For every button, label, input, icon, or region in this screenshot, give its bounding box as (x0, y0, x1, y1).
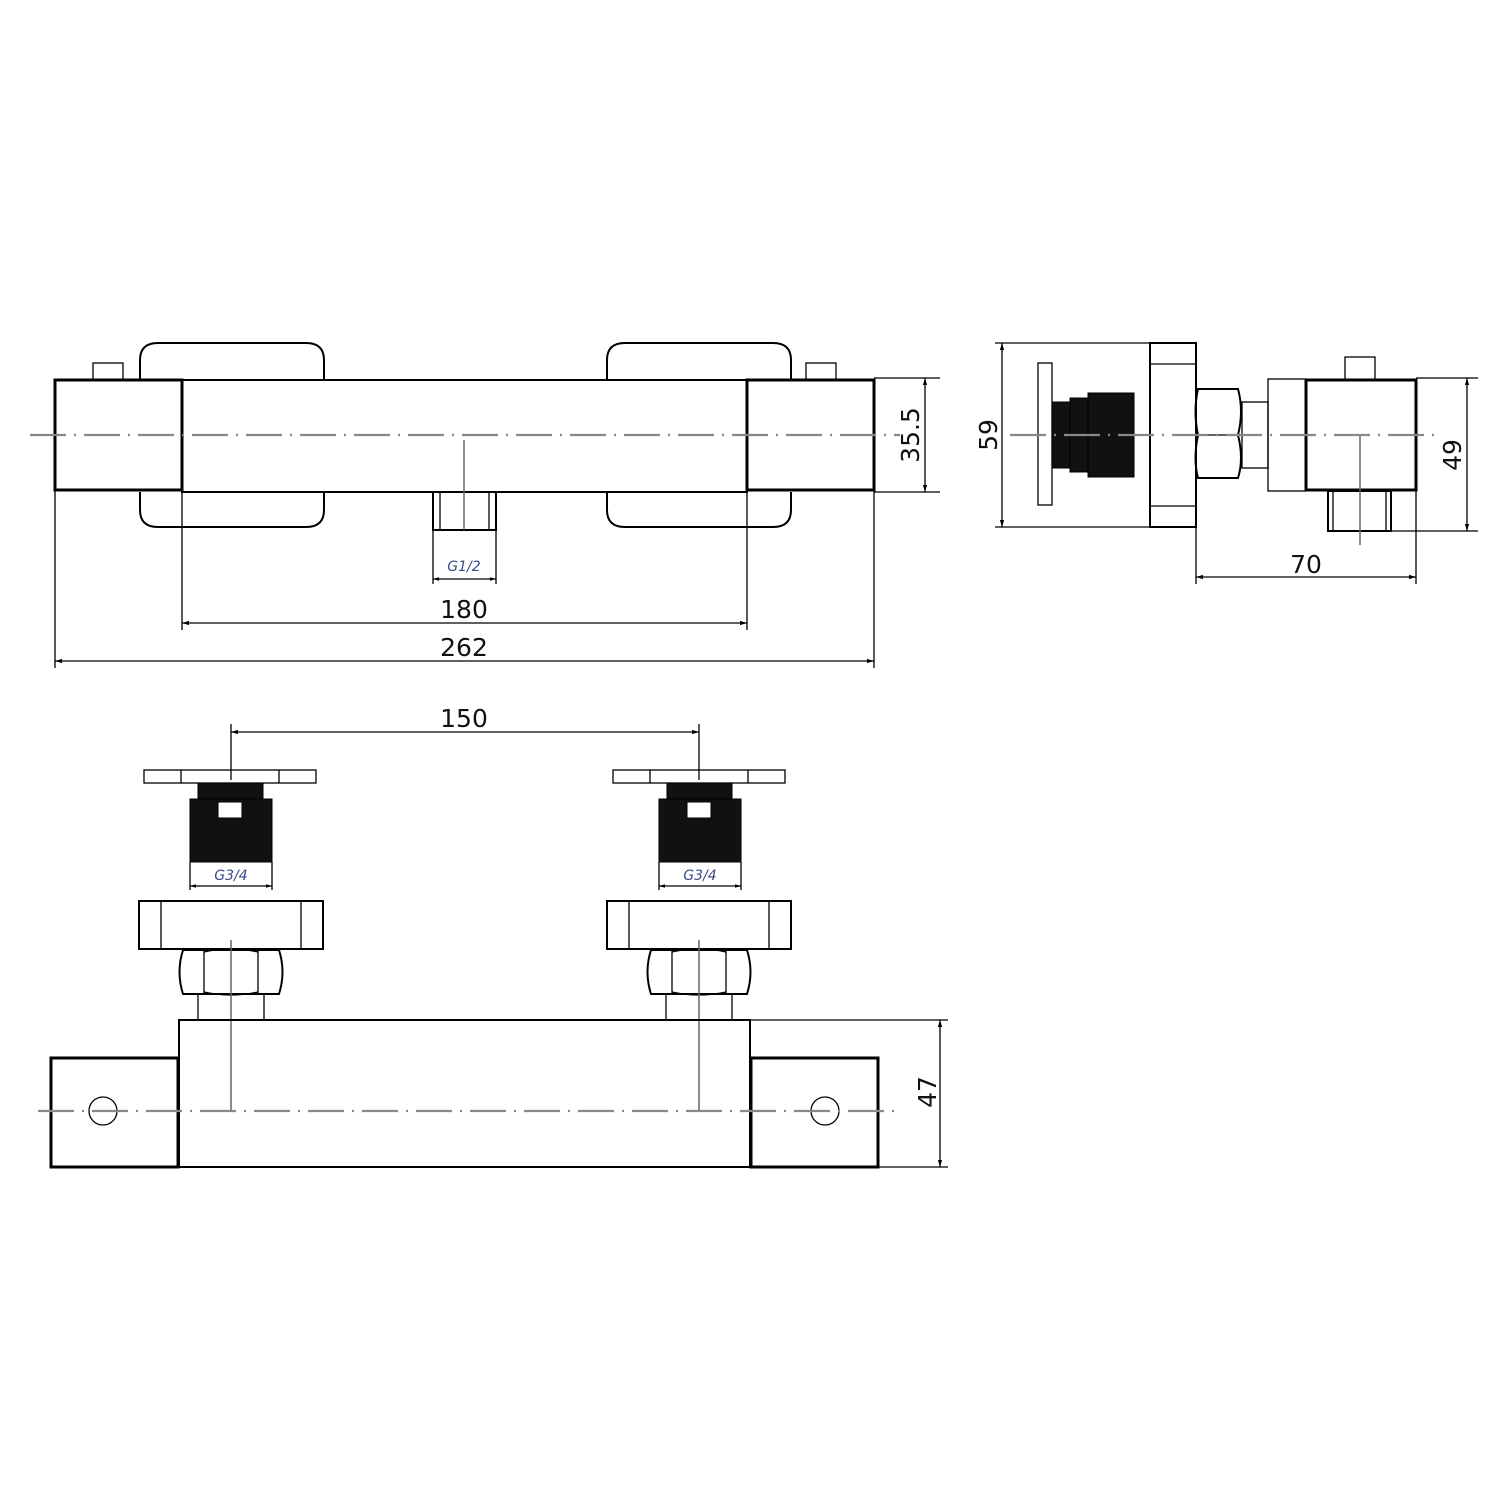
side-view: 59 49 70 (974, 342, 1478, 584)
front-view: G1/2 180 262 35.5 (30, 342, 940, 668)
left-wall-plate (143, 769, 317, 784)
side-hex-nut (1194, 388, 1242, 479)
dim-overall-length: 262 (440, 633, 488, 662)
right-handle-outline (606, 342, 792, 380)
left-handle-outline (139, 342, 325, 380)
left-inlet-thread-label: G3/4 (214, 868, 247, 884)
top-left-end-cap (49, 1056, 180, 1169)
dim-body-height: 35.5 (896, 407, 925, 463)
top-right-end-cap (749, 1056, 880, 1169)
side-top-tab (1344, 356, 1376, 381)
right-stop-tab (805, 362, 837, 381)
left-hex-nut (178, 949, 284, 995)
left-stop-tab (92, 362, 124, 381)
top-view: 150 G3/4 (38, 704, 948, 1169)
right-inlet-assembly: G3/4 (606, 769, 792, 1112)
dim-overall-height: 59 (974, 419, 1003, 451)
left-inlet-assembly: G3/4 (138, 769, 324, 1112)
dim-side-body-height: 49 (1438, 439, 1467, 471)
dim-inlet-centres: 150 (440, 704, 488, 733)
right-inlet-thread-label: G3/4 (683, 868, 716, 884)
dim-inner-length: 180 (440, 595, 488, 624)
dim-projection: 70 (1290, 550, 1322, 579)
right-hex-nut (646, 949, 752, 995)
top-main-bar (178, 1019, 751, 1168)
outlet-thread-label: G1/2 (447, 559, 480, 575)
dim-body-depth: 47 (913, 1076, 942, 1108)
